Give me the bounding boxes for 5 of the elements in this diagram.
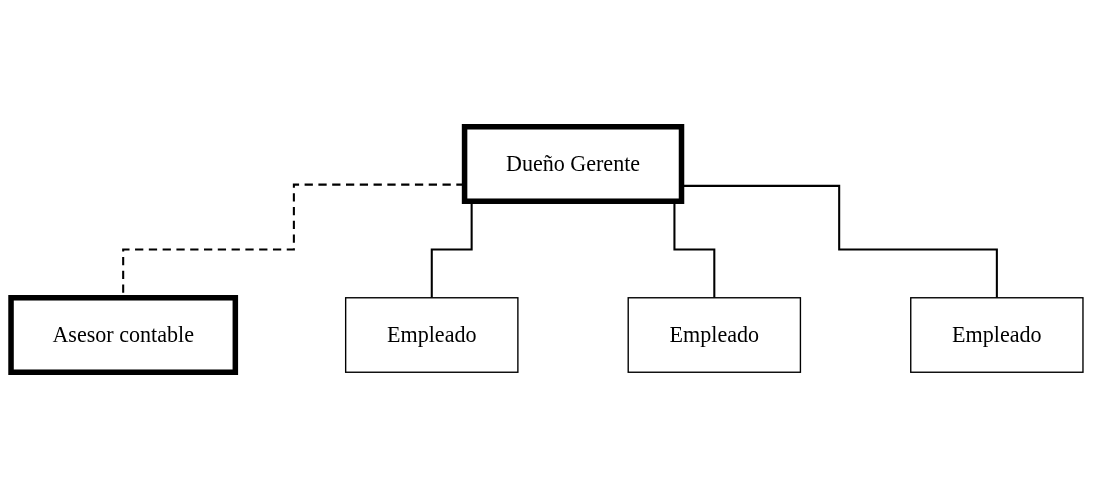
node-box: Empleado [627, 297, 802, 373]
node-box: Asesor contable [8, 295, 239, 375]
node-box: Dueño Gerente [461, 124, 685, 204]
node-box: Empleado [344, 297, 519, 373]
node-box: Empleado [910, 297, 1084, 373]
